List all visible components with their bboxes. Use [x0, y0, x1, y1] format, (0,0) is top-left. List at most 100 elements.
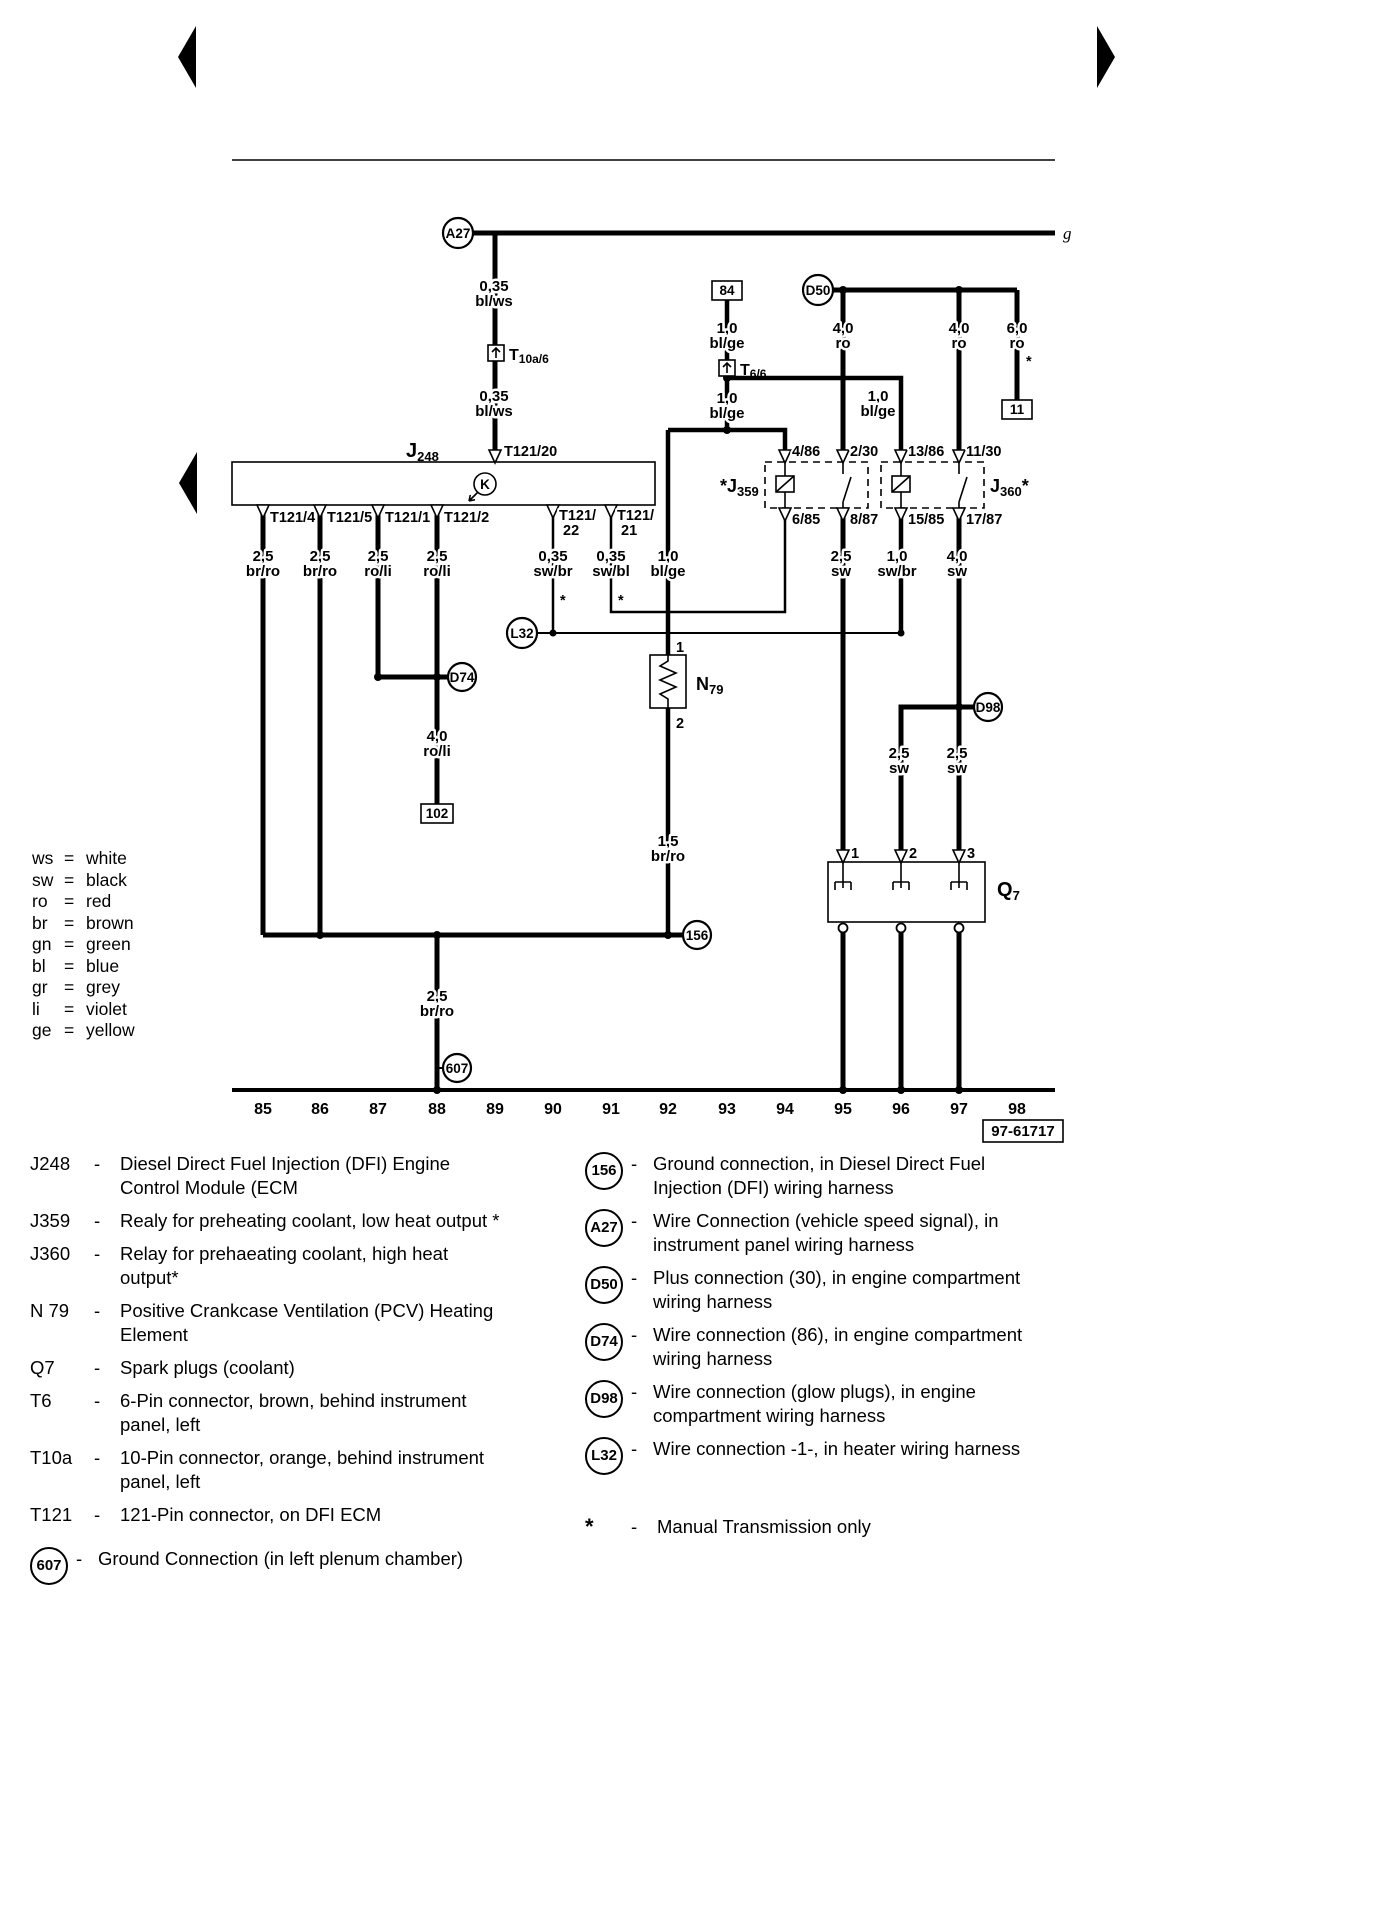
plug-terminal — [837, 922, 849, 934]
junction-dot — [433, 673, 441, 681]
color-abbr: ws — [32, 848, 54, 868]
legend-dash: - — [94, 1243, 101, 1264]
legend-entry: Q7-Spark plugs (coolant) — [30, 1356, 575, 1380]
j360-contact — [958, 462, 968, 508]
pin-arrow — [952, 849, 966, 864]
l32-connection — [505, 616, 539, 650]
legend-code: N 79 — [30, 1300, 70, 1321]
junction-dot — [955, 286, 963, 294]
wire-label: 2,5 — [947, 745, 968, 762]
color-name: white — [86, 848, 127, 868]
ground-156-label: 156 — [686, 928, 709, 943]
equals-sign: = — [64, 998, 75, 1019]
connection-badge: 156 — [585, 1152, 623, 1190]
page-ref-box — [982, 1119, 1064, 1143]
legend-code: J359 — [30, 1210, 71, 1231]
equals-sign: = — [64, 955, 75, 976]
color-legend-row: li=violet — [32, 999, 135, 1021]
legend-entry: L32-Wire connection -1-, in heater wirin… — [585, 1437, 1115, 1475]
legend-entry: J360 -Relay for prehaeating coolant, high… — [30, 1242, 575, 1290]
color-abbr: sw — [32, 869, 54, 890]
wire-a27-speed-signal — [473, 230, 1055, 450]
track-number: 94 — [776, 1101, 794, 1118]
pin-label: 4/86 — [792, 444, 820, 460]
wire-label: 0,35 — [479, 278, 508, 295]
pin-label: T121/2 — [444, 510, 489, 526]
legend-dash: - — [631, 1267, 638, 1288]
color-name: red — [86, 891, 112, 911]
wire-label: 1,0 — [717, 390, 738, 407]
component-legend-left: J248-Diesel Direct Fuel Injection (DFI) … — [30, 1152, 575, 1594]
k-symbol-label: K — [480, 477, 490, 492]
wire-label: 0,35 — [538, 548, 567, 565]
color-abbr: ge — [32, 1020, 52, 1040]
equals-sign: = — [64, 912, 75, 933]
track-number: 87 — [369, 1101, 387, 1118]
track-number: 89 — [486, 1101, 504, 1118]
pin-arrow — [488, 449, 502, 464]
wire-label: bl/ws — [475, 293, 513, 310]
equals-sign: = — [64, 869, 75, 890]
color-abbr: li — [32, 998, 40, 1019]
wire-label: 1,0 — [717, 320, 738, 337]
legend-code: J360 — [30, 1243, 71, 1264]
wire-color-legend: ws=white sw=black ro=red br=brown gn=gre… — [32, 848, 135, 1042]
legend-dash: - — [94, 1153, 101, 1174]
j359-label: *J359 — [720, 476, 759, 499]
legend-entry: T10a-10-Pin connector, orange, behind in… — [30, 1446, 575, 1494]
wire-label: 2,5 — [427, 548, 448, 565]
manual-trans-star: * — [618, 593, 624, 609]
wire-label: br/ro — [303, 563, 337, 580]
color-legend-row: br=brown — [32, 913, 135, 935]
d50-label: D50 — [806, 283, 831, 298]
junction-dot — [549, 629, 557, 637]
pin-label: 2 — [676, 716, 684, 732]
track-number: 91 — [602, 1101, 620, 1118]
pin-label: T121/ — [559, 508, 596, 524]
wire-label: ro/li — [364, 563, 392, 580]
color-abbr: gn — [32, 934, 52, 954]
pin-label: 1 — [851, 846, 859, 862]
pin-label: 8/87 — [850, 512, 878, 528]
track-number: 92 — [659, 1101, 677, 1118]
junction-dot — [374, 673, 382, 681]
legend-dash: - — [631, 1210, 638, 1231]
legend-code: T121 — [30, 1504, 73, 1525]
pin-arrow — [546, 504, 560, 519]
track-number: 97 — [950, 1101, 968, 1118]
legend-dash: - — [94, 1390, 101, 1411]
wire-label: sw/bl — [592, 563, 630, 580]
color-name: blue — [86, 955, 120, 976]
pin-arrow — [836, 849, 850, 864]
t6-label: T6/6 — [740, 362, 767, 381]
pin-label: 11/30 — [966, 444, 1002, 460]
legend-entry: A27-Wire Connection (vehicle speed signa… — [585, 1209, 1115, 1257]
terminal-102-box — [420, 803, 454, 824]
section-left-arrow — [179, 452, 197, 514]
color-name: brown — [86, 912, 134, 933]
color-abbr: bl — [32, 955, 46, 976]
k-diagnostic-symbol — [473, 472, 497, 496]
legend-dash: - — [94, 1504, 101, 1525]
connection-badge: D98 — [585, 1380, 623, 1418]
terminal-11-label: 11 — [1010, 402, 1025, 417]
legend-entry: J359-Realy for preheating coolant, low h… — [30, 1209, 575, 1233]
pin-label: T121/20 — [504, 444, 557, 460]
pin-arrow — [894, 449, 908, 464]
legend-code: Q7 — [30, 1357, 55, 1378]
track-number: 86 — [311, 1101, 329, 1118]
wire-label: 1,0 — [887, 548, 908, 565]
legend-text: Relay for prehaeating coolant, high heat… — [120, 1243, 449, 1288]
wire-label: br/ro — [246, 563, 280, 580]
manual-trans-star: * — [1026, 354, 1032, 370]
junction-dot — [839, 286, 847, 294]
footnote-entry: *-Manual Transmission only — [585, 1515, 1115, 1539]
component-legend-right: 156-Ground connection, in Diesel Direct … — [585, 1152, 1115, 1548]
legend-entry: T6-6-Pin connector, brown, behind instru… — [30, 1389, 575, 1437]
pin-arrow — [894, 507, 908, 522]
junction-dot — [955, 703, 963, 711]
pin-label: 13/86 — [908, 444, 944, 460]
j360-relay-box — [880, 461, 985, 509]
q7-label: Q7 — [997, 879, 1020, 903]
